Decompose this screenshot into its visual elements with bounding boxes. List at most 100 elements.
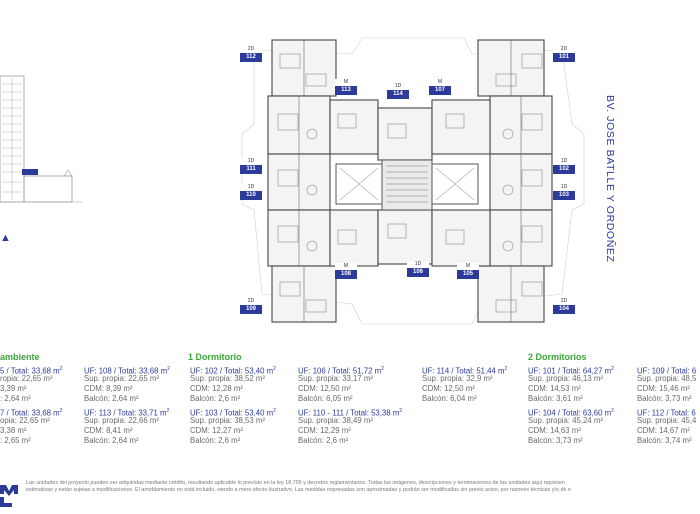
unit-tag: 1D 103 xyxy=(553,184,575,200)
unit-spec: UF: 114 / Total: 51,44 m2 Sup. propia: 3… xyxy=(422,364,526,404)
spec-line: CDM: 14,63 m² xyxy=(528,426,581,435)
unit-spec: UF: 109 / Total: 6 Sup. propia: 48,5 CDM… xyxy=(637,364,700,404)
legal-disclaimer: Las unidades del proyecto pueden ser adq… xyxy=(26,480,700,502)
spec-title: 7 / Total: 33,68 m xyxy=(0,408,60,418)
unit-spec: UF: 101 / Total: 64,27 m2 Sup. propia: 4… xyxy=(528,364,632,404)
spec-line: : 2,64 m² xyxy=(0,394,31,403)
brand-logo-icon xyxy=(0,485,18,507)
spec-title: UF: 102 / Total: 53,40 m xyxy=(190,366,274,376)
spec-title-sup: 2 xyxy=(166,408,170,414)
unit-type: 1D xyxy=(394,83,402,89)
unit-type: M xyxy=(343,263,349,269)
unit-spec: UF: 112 / Total: 6 Sup. propia: 45,4 CDM… xyxy=(637,406,700,446)
unit-spec: UF: 106 / Total: 51,72 m2 Sup. propia: 3… xyxy=(298,364,402,404)
unit-tag: M 105 xyxy=(457,263,479,279)
unit-tag: M 108 xyxy=(335,263,357,279)
spec-line: Sup. propia: 48,5 xyxy=(637,374,697,383)
spec-line: : 2,65 m² xyxy=(0,436,31,445)
spec-line: Balcón: 2,64 m² xyxy=(84,394,139,403)
spec-title: UF: 109 / Total: 6 xyxy=(637,366,697,376)
unit-spec: UF: 103 / Total: 53,40 m2 Sup. propia: 3… xyxy=(190,406,294,446)
spec-title: UF: 108 / Total: 33,68 m xyxy=(84,366,168,376)
spec-line: CDM: 12,50 m² xyxy=(298,384,351,393)
unit-tag: 2D 104 xyxy=(553,298,575,314)
unit-tag: 1D 110 xyxy=(240,184,262,200)
spec-line: Sup. propia: 22,66 m² xyxy=(84,416,159,425)
spec-line: CDM: 12,27 m² xyxy=(190,426,243,435)
unit-number: 109 xyxy=(240,305,262,314)
spec-title: UF: 112 / Total: 6 xyxy=(637,408,696,418)
spec-line: ropia: 22,65 m² xyxy=(0,374,53,383)
spec-title-sup: 2 xyxy=(611,408,614,414)
unit-type: M xyxy=(343,79,349,85)
spec-title: UF: 104 / Total: 63,60 m xyxy=(528,408,612,418)
spec-title-sup: 2 xyxy=(611,366,614,372)
spec-line: CDM: 8,41 m² xyxy=(84,426,133,435)
unit-number: 108 xyxy=(335,270,357,279)
spec-line: CDM: 12,28 m² xyxy=(190,384,243,393)
unit-spec: UF: 104 / Total: 63,60 m2 Sup. propia: 4… xyxy=(528,406,632,446)
unit-number: 105 xyxy=(457,270,479,279)
unit-spec: 7 / Total: 33,68 m2 opia: 22,65 m² 3,38 … xyxy=(0,406,104,446)
spec-line: Balcón: 3,74 m² xyxy=(637,436,692,445)
spec-title: UF: 101 / Total: 64,27 m xyxy=(528,366,612,376)
group-heading-1-dormitorio: 1 Dormitorio xyxy=(188,352,242,362)
spec-line: Sup. propia: 38,52 m² xyxy=(190,374,265,383)
unit-tag: 2D 112 xyxy=(240,46,262,62)
spec-line: Sup. propia: 38,53 m² xyxy=(190,416,265,425)
spec-line: CDM: 12,50 m² xyxy=(422,384,475,393)
spec-title-sup: 2 xyxy=(273,366,276,372)
unit-type: 1D xyxy=(247,158,255,164)
spec-line: Balcón: 3,61 m² xyxy=(528,394,583,403)
spec-line: CDM: 12,29 m² xyxy=(298,426,351,435)
unit-type: 2D xyxy=(560,46,568,52)
floor-plan: 2D 112 M 113 1D 114 M 107 2D 101 1D 111 … xyxy=(232,34,594,330)
building-elevation-icon xyxy=(0,75,82,203)
spec-title: UF: 103 / Total: 53,40 m xyxy=(190,408,274,418)
spec-line: Balcón: 6,05 m² xyxy=(298,394,353,403)
spec-title-sup: 2 xyxy=(59,408,63,414)
unit-tag: 1D 102 xyxy=(553,158,575,174)
spec-line: Sup. propia: 38,49 m² xyxy=(298,416,373,425)
unit-type: 1D xyxy=(414,261,422,267)
disclaimer-line: Las unidades del proyecto pueden ser adq… xyxy=(26,480,565,486)
spec-line: opia: 22,65 m² xyxy=(0,416,50,425)
unit-number: 114 xyxy=(387,90,409,99)
unit-spec: UF: 110 - 111 / Total: 53,38 m2 Sup. pro… xyxy=(298,406,418,446)
spec-line: Sup. propia: 46,13 m² xyxy=(528,374,603,383)
spec-title-sup: 2 xyxy=(59,366,63,372)
spec-line: Sup. propia: 22,65 m² xyxy=(84,374,159,383)
group-heading-2-dormitorios: 2 Dormitorios xyxy=(528,352,587,362)
spec-title: UF: 114 / Total: 51,44 m xyxy=(422,366,505,376)
north-arrow-icon: ▲ xyxy=(0,232,11,244)
spec-title: UF: 113 / Total: 33,71 m xyxy=(84,408,167,418)
spec-line: Balcón: 2,6 m² xyxy=(298,436,349,445)
spec-line: Sup. propia: 45,4 xyxy=(637,416,697,425)
spec-line: Balcón: 2,6 m² xyxy=(190,436,241,445)
spec-title-sup: 2 xyxy=(504,366,508,372)
spec-title-sup: 2 xyxy=(273,408,276,414)
spec-line: 3,39 m² xyxy=(0,384,27,393)
spec-line: Balcón: 6,04 m² xyxy=(422,394,477,403)
group-heading-ambiente: ambiente xyxy=(0,352,40,362)
unit-type: 1D xyxy=(560,158,568,164)
unit-number: 103 xyxy=(553,191,575,200)
unit-number: 101 xyxy=(553,53,575,62)
spec-line: Sup. propia: 32,9 m² xyxy=(422,374,493,383)
unit-number: 104 xyxy=(553,305,575,314)
spec-title: UF: 106 / Total: 51,72 m xyxy=(298,366,382,376)
unit-spec: UF: 102 / Total: 53,40 m2 Sup. propia: 3… xyxy=(190,364,294,404)
unit-spec: UF: 108 / Total: 33,68 m2 Sup. propia: 2… xyxy=(84,364,188,404)
unit-spec: UF: 113 / Total: 33,71 m2 Sup. propia: 2… xyxy=(84,406,188,446)
spec-line: CDM: 8,39 m² xyxy=(84,384,133,393)
spec-title-sup: 2 xyxy=(167,366,170,372)
unit-tag: 1D 111 xyxy=(240,158,262,174)
spec-line: Sup. propia: 45,24 m² xyxy=(528,416,603,425)
unit-tag: 2D 101 xyxy=(553,46,575,62)
floor-plan-icon xyxy=(241,37,585,325)
unit-number: 107 xyxy=(429,86,451,95)
unit-number: 112 xyxy=(240,53,262,62)
disclaimer-line: estimativas y están sujetas a modificaci… xyxy=(26,487,572,494)
unit-number: 102 xyxy=(553,165,575,174)
